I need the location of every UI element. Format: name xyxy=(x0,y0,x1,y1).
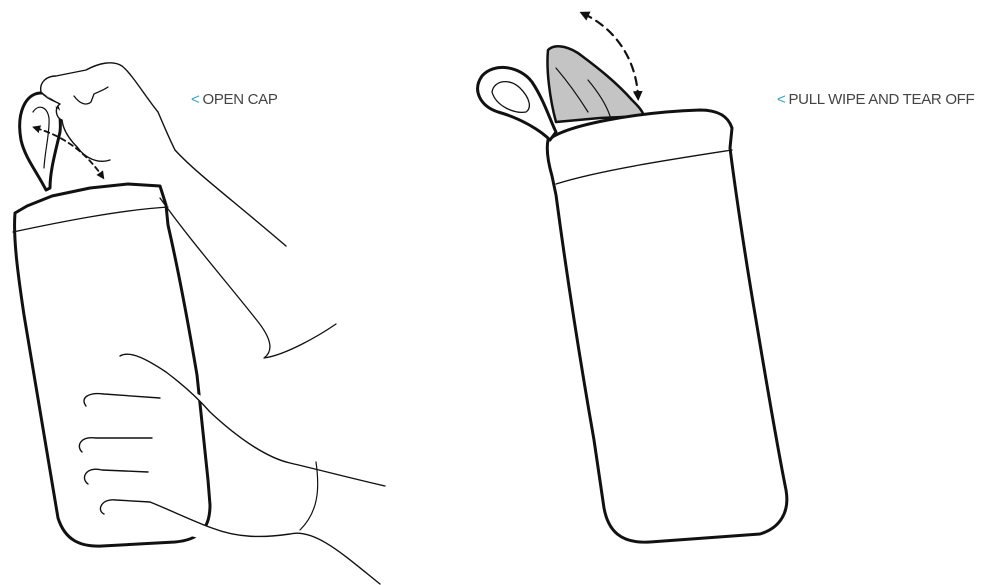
step-1-marker: < xyxy=(191,91,199,108)
step-2-pull-wipe-illustration xyxy=(478,14,787,542)
step-2-label: <PULL WIPE AND TEAR OFF xyxy=(777,91,974,108)
step-1-open-cap-illustration xyxy=(13,63,385,584)
wipe-icon xyxy=(547,46,644,122)
step-1-label: <OPEN CAP xyxy=(191,91,278,108)
holding-hand-thumb-line xyxy=(300,462,318,530)
open-lid-tab xyxy=(478,67,556,140)
step-2-marker: < xyxy=(777,91,785,108)
step-1-text: OPEN CAP xyxy=(202,91,277,108)
canister-body-right xyxy=(547,110,787,542)
canister-body-left xyxy=(15,184,210,546)
step-2-text: PULL WIPE AND TEAR OFF xyxy=(788,91,974,108)
